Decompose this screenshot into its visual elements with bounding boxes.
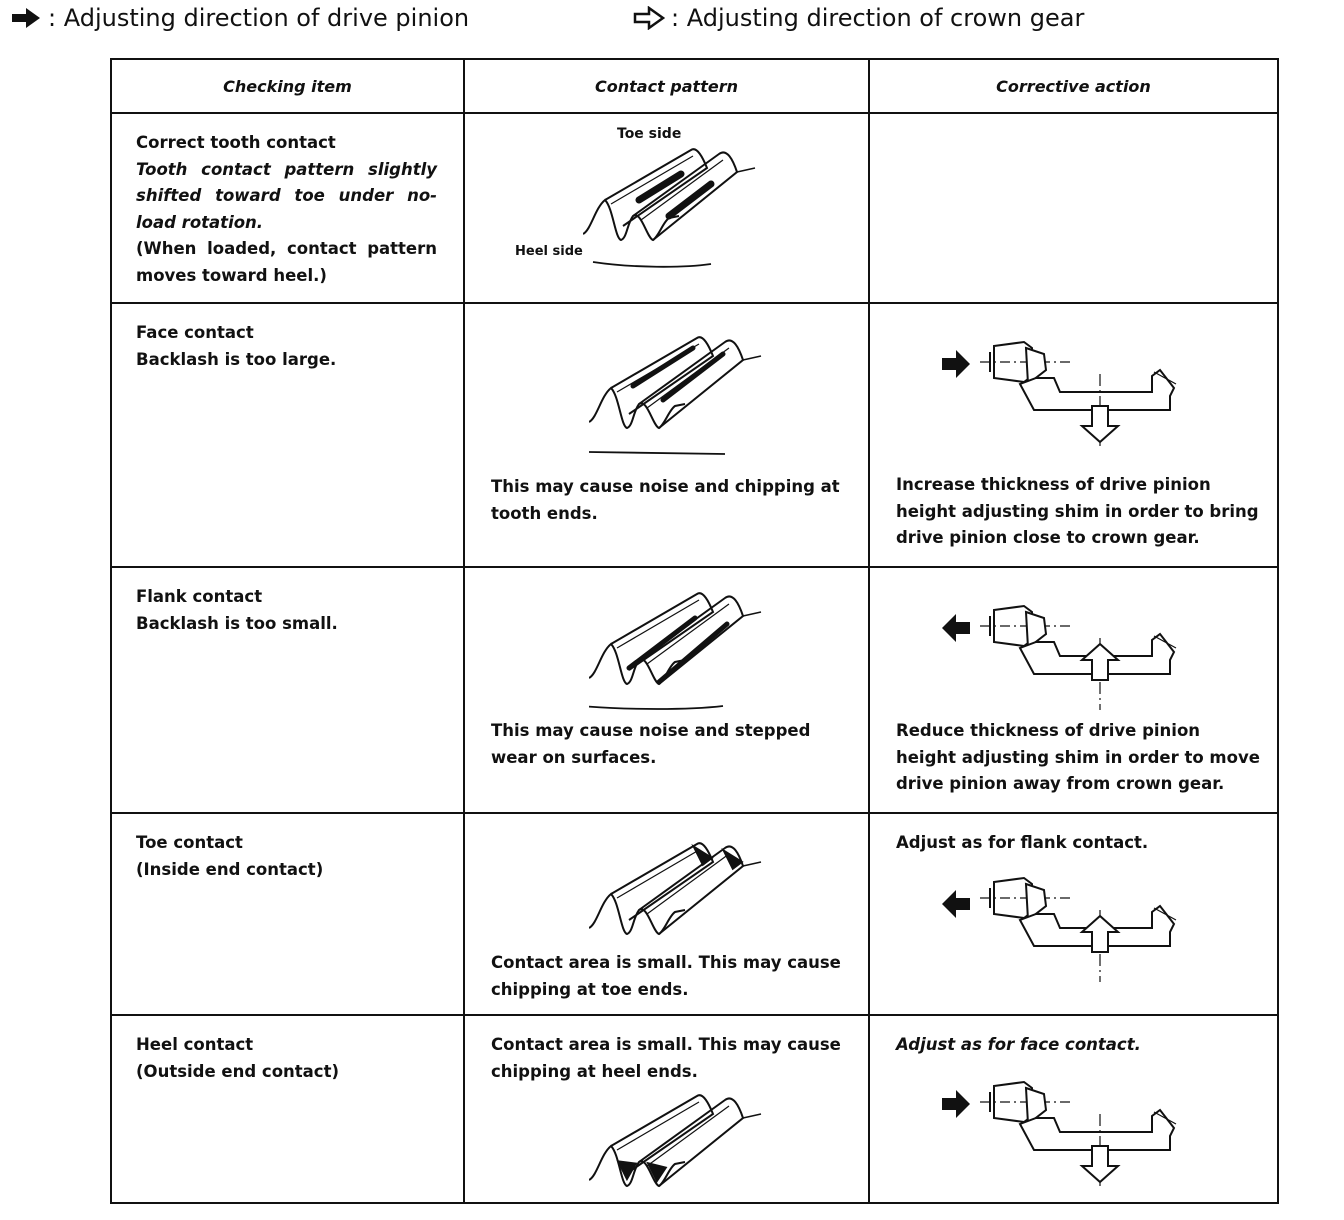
table-row: Correct tooth contact Tooth contact patt… xyxy=(110,112,1279,304)
pinion-arrow-right-icon xyxy=(942,1090,970,1118)
item-title: Heel contact xyxy=(136,1035,254,1054)
pattern-note: Contact area is small. This may cause ch… xyxy=(491,953,841,999)
table-header-row: Checking item Contact pattern Corrective… xyxy=(110,58,1279,114)
legend-pinion-text: : Adjusting direction of drive pinion xyxy=(48,4,470,32)
legend-drive-pinion: : Adjusting direction of drive pinion xyxy=(10,4,469,32)
legend-crown-gear: : Adjusting direction of crown gear xyxy=(633,4,1084,32)
table-row: Face contact Backlash is too large. This… xyxy=(110,302,1279,568)
checking-item-cell: Face contact Backlash is too large. xyxy=(110,302,465,568)
item-title: Flank contact xyxy=(136,587,263,606)
contact-pattern-cell: This may cause noise and stepped wear on… xyxy=(463,566,870,814)
toe-side-label: Toe side xyxy=(617,126,682,142)
gear-adjustment-diagram xyxy=(942,341,1177,447)
table-row: Flank contact Backlash is too small. Thi… xyxy=(110,566,1279,814)
tooth-pattern-diagram xyxy=(589,842,762,935)
tooth-pattern-diagram xyxy=(589,336,762,455)
action-text: Increase thickness of drive pinion heigh… xyxy=(896,475,1259,547)
table-row: Toe contact (Inside end contact) Contact… xyxy=(110,812,1279,1016)
pinion-arrow-left-icon xyxy=(942,890,970,918)
tooth-pattern-diagram xyxy=(589,1094,762,1187)
item-title: Toe contact xyxy=(136,833,243,852)
corrective-action-cell: Adjust as for face contact. xyxy=(868,1014,1279,1204)
pinion-arrow-right-icon xyxy=(942,350,970,378)
table-row: Heel contact (Outside end contact) Conta… xyxy=(110,1014,1279,1204)
tooth-pattern-diagram xyxy=(583,148,756,268)
item-title: Face contact xyxy=(136,323,254,342)
action-text: Reduce thickness of drive pinion height … xyxy=(896,721,1260,793)
checking-item-cell: Toe contact (Inside end contact) xyxy=(110,812,465,1016)
corrective-action-cell: Reduce thickness of drive pinion height … xyxy=(868,566,1279,814)
header-contact-pattern: Contact pattern xyxy=(463,58,870,114)
gear-adjustment-diagram xyxy=(942,1081,1177,1187)
tooth-pattern-diagram xyxy=(589,592,762,710)
pattern-note: Contact area is small. This may cause ch… xyxy=(491,1035,841,1081)
tooth-contact-table: Checking item Contact pattern Corrective… xyxy=(110,58,1279,1204)
gear-adjustment-diagram xyxy=(942,877,1177,983)
corrective-action-cell: Adjust as for flank contact. xyxy=(868,812,1279,1016)
checking-item-cell: Heel contact (Outside end contact) xyxy=(110,1014,465,1204)
solid-arrow-icon xyxy=(12,8,40,28)
pattern-note: This may cause noise and stepped wear on… xyxy=(491,721,811,767)
corrective-action-cell xyxy=(868,112,1279,304)
legend-crown-text: : Adjusting direction of crown gear xyxy=(671,4,1085,32)
item-description: Backlash is too small. xyxy=(136,613,338,633)
heel-side-label: Heel side xyxy=(515,244,583,259)
pinion-arrow-left-icon xyxy=(942,614,970,642)
header-corrective-action: Corrective action xyxy=(868,58,1279,114)
item-title: Correct tooth contact xyxy=(136,133,336,152)
outline-arrow-icon xyxy=(633,5,666,31)
pattern-note: This may cause noise and chipping at too… xyxy=(491,477,840,523)
corrective-action-cell: Increase thickness of drive pinion heigh… xyxy=(868,302,1279,568)
item-description: (Outside end contact) xyxy=(136,1061,340,1081)
contact-pattern-cell: Contact area is small. This may cause ch… xyxy=(463,812,870,1016)
item-description: Backlash is too large. xyxy=(136,349,337,369)
action-text: Adjust as for face contact. xyxy=(896,1035,1141,1054)
contact-pattern-cell: Contact area is small. This may cause ch… xyxy=(463,1014,870,1204)
item-description: (Inside end contact) xyxy=(136,859,324,879)
contact-pattern-cell: Toe side Heel side xyxy=(463,112,870,304)
action-text: Adjust as for flank contact. xyxy=(896,833,1149,852)
checking-item-cell: Flank contact Backlash is too small. xyxy=(110,566,465,814)
item-description: Tooth contact pattern slightly shifted t… xyxy=(136,159,437,232)
contact-pattern-cell: This may cause noise and chipping at too… xyxy=(463,302,870,568)
gear-adjustment-diagram xyxy=(942,605,1177,711)
item-description: (When loaded, contact pattern moves towa… xyxy=(136,239,437,285)
header-checking-item: Checking item xyxy=(110,58,465,114)
checking-item-cell: Correct tooth contact Tooth contact patt… xyxy=(110,112,465,304)
